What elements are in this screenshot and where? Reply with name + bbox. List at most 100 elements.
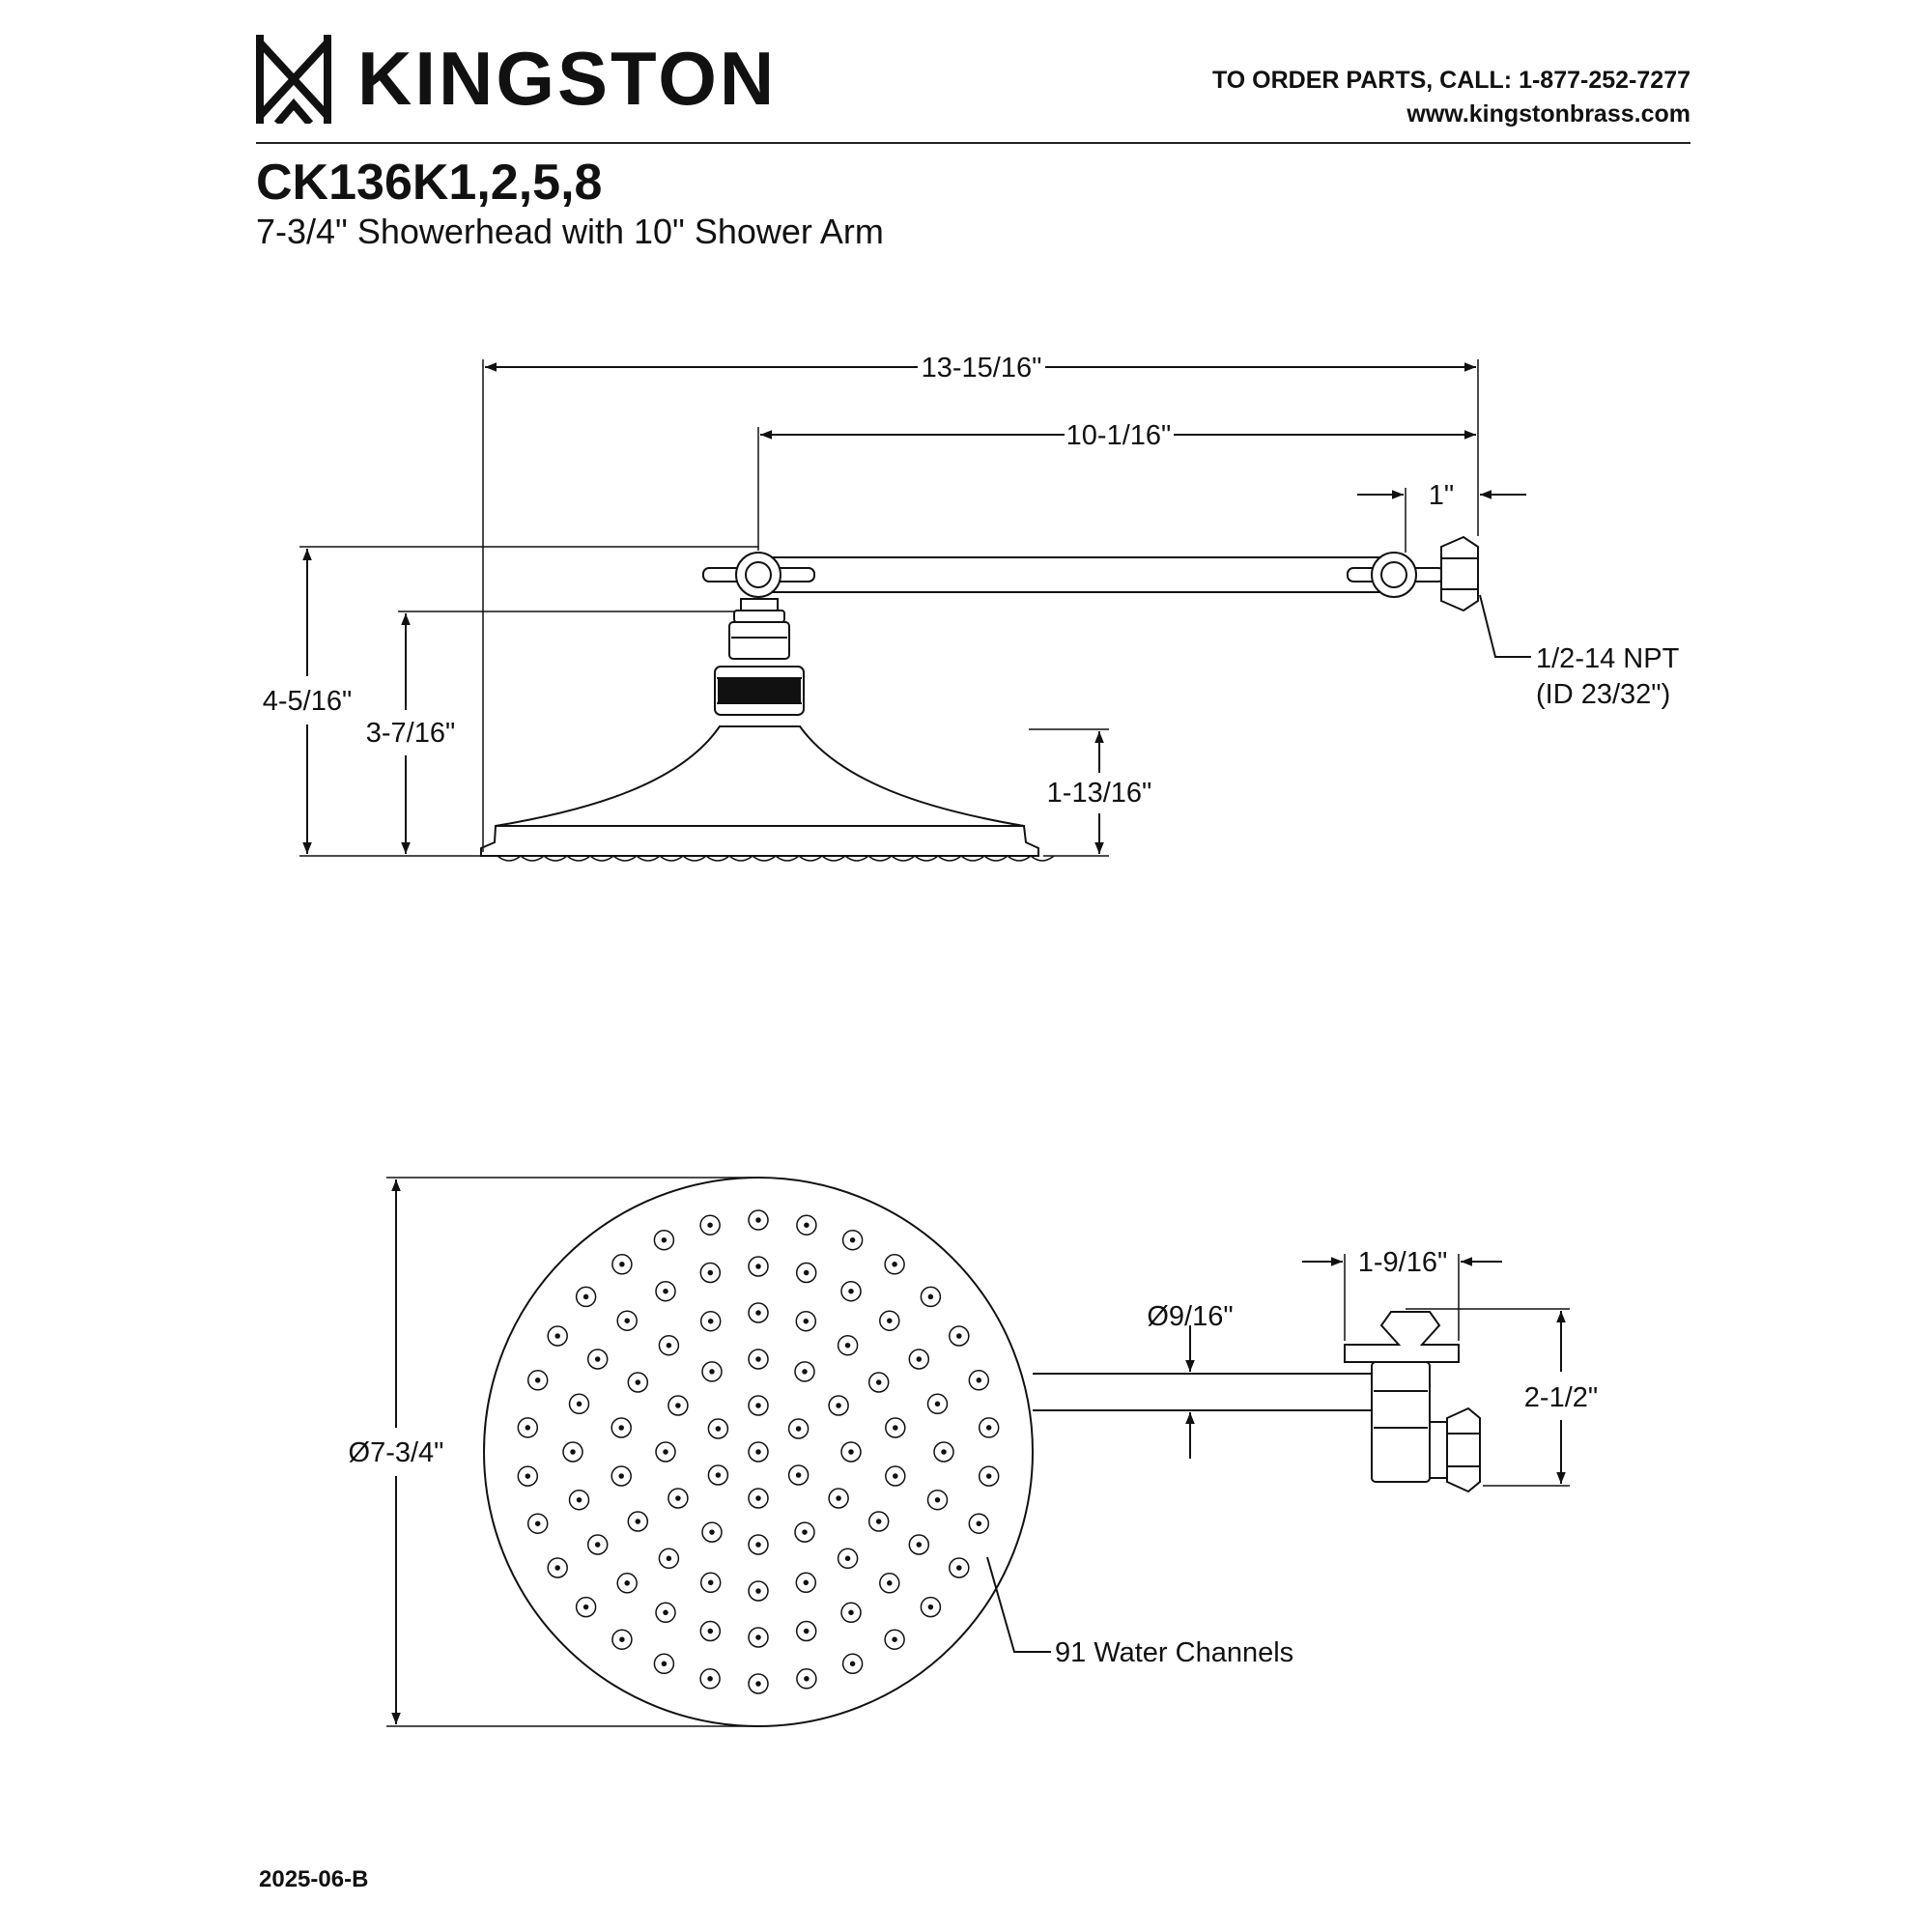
nozzle-hole <box>554 1333 560 1339</box>
nozzle-hole <box>707 1628 714 1634</box>
model-number: CK136K1,2,5,8 <box>256 155 603 211</box>
nozzle-hole <box>887 1318 893 1323</box>
nozzle <box>517 1417 539 1438</box>
nozzle-hole <box>663 1609 668 1616</box>
side-view <box>299 359 1531 862</box>
nozzle-hole <box>619 1262 625 1267</box>
nozzle-hole <box>802 1529 808 1535</box>
nozzle-hole <box>663 1449 668 1455</box>
thread-leader <box>1479 594 1531 658</box>
nozzle-hole <box>803 1579 810 1586</box>
nozzle <box>748 1441 769 1463</box>
nozzle <box>699 1214 721 1236</box>
nozzle <box>627 1511 649 1532</box>
nozzle <box>707 1464 729 1486</box>
nozzle <box>668 1488 689 1509</box>
head-height-label: 3-7/16" <box>366 718 456 749</box>
nozzle <box>611 1417 632 1438</box>
channels-label: 91 Water Channels <box>1055 1637 1293 1668</box>
nozzle <box>699 1310 722 1332</box>
nozzle <box>701 1521 723 1543</box>
nozzle <box>658 1334 680 1356</box>
nozzle <box>748 1395 769 1416</box>
nozzle <box>841 1653 864 1675</box>
nozzle-hole <box>848 1449 854 1455</box>
nozzle-hole <box>976 1378 982 1383</box>
nozzle <box>575 1286 597 1308</box>
nozzle <box>933 1441 954 1463</box>
brand-name: KINGSTON <box>357 36 778 121</box>
nozzle <box>968 1370 990 1391</box>
kingston-logo <box>256 35 331 124</box>
nozzle <box>908 1349 930 1370</box>
overall-length-label: 13-15/16" <box>922 353 1042 384</box>
nozzle-hole <box>707 1269 714 1276</box>
nozzle <box>926 1393 949 1415</box>
nozzle <box>547 1325 568 1347</box>
nozzle-hole <box>836 1403 841 1408</box>
nozzle <box>707 1418 729 1439</box>
nozzle-hole <box>755 1588 761 1594</box>
nozzle-hole <box>844 1342 851 1349</box>
nozzle-hole <box>624 1580 630 1586</box>
nozzle-hole <box>892 1636 897 1642</box>
nozzle-hole <box>916 1356 923 1362</box>
nozzle-hole <box>802 1369 808 1375</box>
nozzle <box>699 1572 722 1594</box>
nozzle <box>837 1334 859 1356</box>
nozzle <box>837 1548 859 1570</box>
nozzle-hole <box>849 1236 856 1243</box>
connector-offset-label: 1" <box>1429 480 1454 511</box>
nozzle-hole <box>755 1403 761 1408</box>
nozzle-hole <box>715 1426 722 1432</box>
nozzle <box>586 1534 609 1555</box>
nozzle-hole <box>707 1579 714 1586</box>
nozzle-hole <box>707 1222 713 1228</box>
nozzle <box>748 1673 769 1694</box>
nozzle-hole <box>755 1681 761 1687</box>
elbow-height-label: 2-1/2" <box>1524 1382 1598 1413</box>
nozzle-hole <box>755 1264 761 1269</box>
nozzle-hole <box>707 1676 713 1682</box>
nozzle-hole <box>887 1580 893 1586</box>
elbow-assembly <box>1344 1311 1481 1493</box>
nozzle <box>699 1262 722 1284</box>
nozzle-hole <box>582 1293 589 1300</box>
shower-arm-top <box>1033 1373 1377 1411</box>
nozzle-hole <box>934 1401 941 1407</box>
nozzle <box>627 1372 649 1393</box>
nozzle <box>787 1418 810 1439</box>
nozzle-hole <box>804 1676 810 1682</box>
nozzle-hole <box>941 1449 947 1455</box>
nozzle <box>748 1209 769 1231</box>
nozzle-hole <box>985 1473 992 1479</box>
nozzle <box>795 1572 817 1594</box>
nozzle <box>867 1372 890 1393</box>
nozzle <box>796 1668 817 1690</box>
handle-width-label: 1-9/16" <box>1358 1247 1448 1278</box>
swivel-joint-right <box>1347 535 1479 612</box>
nozzle-hole <box>976 1520 982 1526</box>
nozzle <box>841 1229 864 1251</box>
nozzle <box>795 1310 817 1332</box>
top-view <box>386 1177 1570 1727</box>
nozzle-hole <box>755 1310 761 1316</box>
nozzle-hole <box>709 1369 715 1375</box>
nozzle-hole <box>570 1449 576 1455</box>
nozzle-hole <box>624 1318 630 1323</box>
nozzle-hole <box>554 1565 560 1571</box>
nozzle <box>885 1417 906 1438</box>
nozzle-hole <box>525 1425 531 1431</box>
revision-code: 2025-06-B <box>259 1866 369 1892</box>
nozzle-hole <box>927 1293 934 1300</box>
website-link[interactable]: www.kingstonbrass.com <box>1406 100 1690 128</box>
nozzle <box>840 1441 862 1463</box>
nozzle-hole <box>709 1529 715 1535</box>
nozzle <box>840 1602 862 1624</box>
nozzle-hole <box>635 1519 641 1524</box>
nozzle <box>796 1214 817 1236</box>
nozzle-hole <box>525 1473 531 1479</box>
overall-height-label: 4-5/16" <box>263 686 353 717</box>
nozzle-hole <box>893 1425 898 1431</box>
nozzle <box>926 1489 949 1511</box>
